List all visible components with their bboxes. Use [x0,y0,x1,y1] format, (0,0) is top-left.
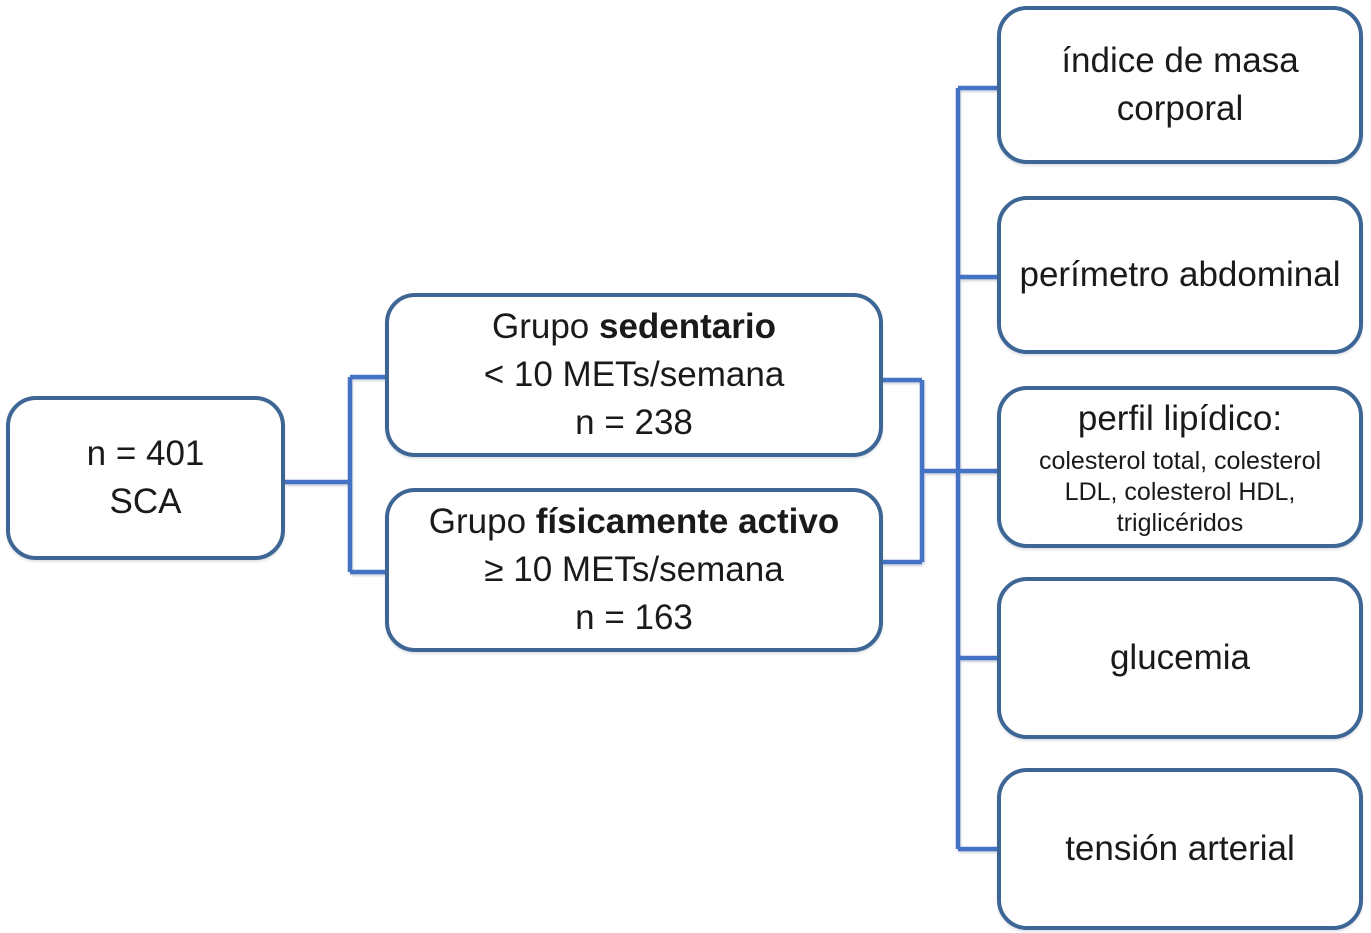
outcome-title: perímetro abdominal [1019,254,1341,294]
outcome-title: glucemia [1109,637,1251,677]
total-sample-label: SCA [109,482,182,521]
group-title: Grupo físicamente activo [429,498,839,546]
node-outcome-glycemia: glucemia [997,577,1363,739]
node-total-sample: n = 401 SCA [6,396,285,560]
node-outcome-lipid-profile: perfil lipídico: colesterol total, coles… [997,386,1363,548]
group-criteria: < 10 METs/semana [483,354,785,394]
group-title-name: sedentario [599,306,776,346]
group-title-prefix: Grupo [428,501,536,541]
connector-groups-to-bus [881,377,999,565]
connector-root-to-groups [285,374,388,575]
group-criteria: ≥ 10 METs/semana [484,549,784,589]
outcome-title: perfil lipídico: [1077,399,1283,439]
outcome-detail: colesterol total, colesterol LDL, colest… [1038,446,1322,537]
outcome-title: índice de masa corporal [1061,40,1299,128]
total-sample-n: n = 401 [86,433,205,473]
node-outcome-blood-pressure: tensión arterial [997,768,1363,930]
group-title: Grupo sedentario [492,303,776,351]
node-group-sedentary: Grupo sedentario < 10 METs/semana n = 23… [385,293,883,457]
group-title-prefix: Grupo [492,306,599,346]
node-outcome-waist: perímetro abdominal [997,196,1363,354]
group-count: n = 238 [575,403,693,443]
node-outcome-bmi: índice de masa corporal [997,6,1363,164]
node-group-active: Grupo físicamente activo ≥ 10 METs/seman… [385,488,883,652]
group-count: n = 163 [575,598,693,638]
connector-bus-stubs [958,85,999,852]
group-title-name: físicamente activo [535,501,840,541]
outcome-title: tensión arterial [1065,828,1295,868]
